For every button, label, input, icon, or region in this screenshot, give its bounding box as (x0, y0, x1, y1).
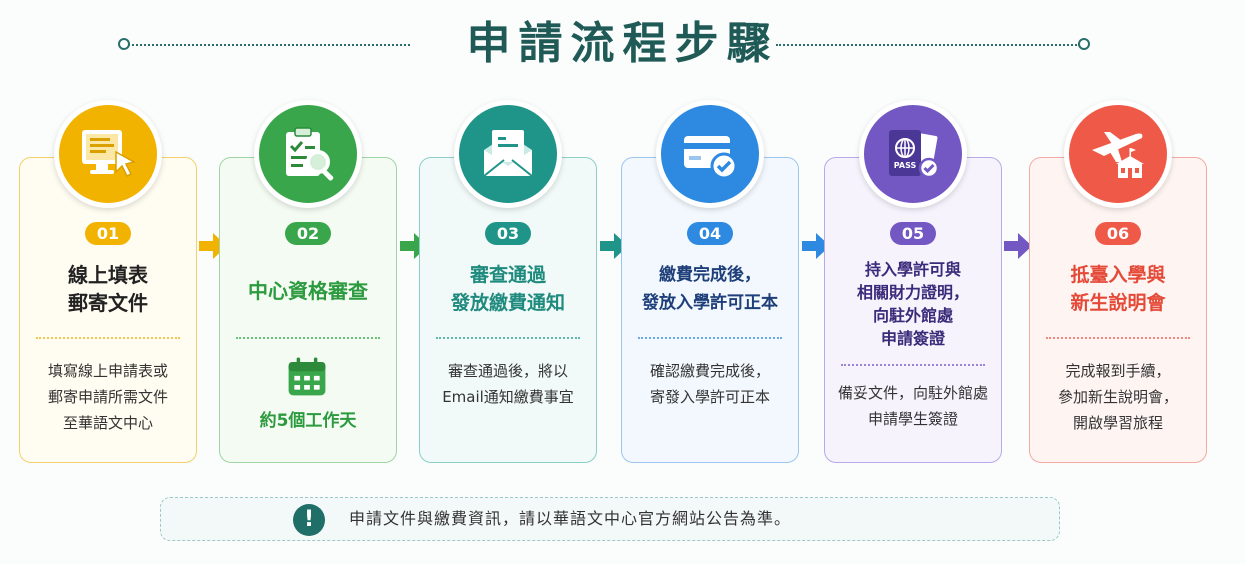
notice-text: 申請文件與繳費資訊，請以華語文中心官方網站公告為準。 (349, 509, 792, 528)
step-title: 持入學許可與 相關財力證明， 向駐外館處 申請簽證 (825, 258, 1001, 350)
step-title-line: 相關財力證明， (856, 283, 969, 302)
step-desc-line: 寄發入學許可正本 (649, 388, 770, 406)
step-title-line: 申請簽證 (880, 329, 945, 348)
step-desc-line: 完成報到手續， (1065, 362, 1171, 380)
step-number-badge: 05 (890, 222, 936, 245)
title-dot-left (118, 38, 130, 50)
step-description: 審查通過後，將以 Email通知繳費事宜 (420, 358, 596, 410)
title-dotted-line-right (776, 44, 1080, 46)
step-title: 審查通過 發放繳費通知 (420, 261, 596, 317)
step-card-6: 06 抵臺入學與 新生說明會 完成報到手續， 參加新生說明會， 開啟學習旅程 (1029, 157, 1207, 463)
step-divider (841, 364, 985, 366)
step-desc-line: 參加新生說明會， (1057, 388, 1178, 406)
exclamation-icon: ! (293, 504, 325, 536)
clipboard-search-icon (254, 100, 362, 208)
title-dot-right (1078, 38, 1090, 50)
passport-label: PASS (894, 161, 917, 170)
step-card-3: 03 審查通過 發放繳費通知 審查通過後，將以 Email通知繳費事宜 (419, 157, 597, 463)
step-divider (1046, 337, 1190, 339)
step-divider (236, 337, 380, 339)
step-number-badge: 06 (1095, 222, 1141, 245)
step-title: 線上填表 郵寄文件 (20, 261, 196, 317)
step-title-line: 郵寄文件 (68, 291, 148, 315)
step-title-line: 新生說明會 (1070, 292, 1166, 314)
step-description: 完成報到手續， 參加新生說明會， 開啟學習旅程 (1030, 358, 1206, 436)
step-number-badge: 01 (85, 222, 131, 245)
step-desc-line: 審查通過後，將以 (447, 362, 568, 380)
step-title: 抵臺入學與 新生說明會 (1030, 261, 1206, 317)
step-desc-line: 開啟學習旅程 (1072, 414, 1163, 432)
step-number-badge: 04 (687, 222, 733, 245)
step-title-line: 線上填表 (68, 263, 148, 287)
arrow-4-to-5 (802, 233, 830, 259)
step-title-line: 審查通過 (469, 264, 546, 286)
step-desc-line: 確認繳費完成後， (649, 362, 770, 380)
step-title: 繳費完成後， 發放入學許可正本 (622, 261, 798, 317)
step-title-line: 繳費完成後， (659, 265, 761, 285)
step-card-4: 04 繳費完成後， 發放入學許可正本 確認繳費完成後， 寄發入學許可正本 (621, 157, 799, 463)
step-title-line: 抵臺入學與 (1070, 264, 1166, 286)
step-card-1: 01 線上填表 郵寄文件 填寫線上申請表或 郵寄申請所需文件 至華語文中心 (19, 157, 197, 463)
step-desc-line: 至華語文中心 (62, 414, 153, 432)
step-desc-line: 填寫線上申請表或 (47, 362, 168, 380)
step-divider (36, 337, 180, 339)
arrow-5-to-6 (1004, 233, 1032, 259)
page-title: 申請流程步驟 (466, 18, 779, 69)
envelope-letter-icon (454, 100, 562, 208)
step-desc-line: 郵寄申請所需文件 (47, 388, 168, 406)
step-number-badge: 02 (285, 222, 331, 245)
step-description: 備妥文件，向駐外館處 申請學生簽證 (825, 380, 1001, 432)
computer-form-icon (54, 100, 162, 208)
calendar-icon (288, 357, 326, 396)
step-title: 中心資格審查 (220, 277, 396, 305)
step-desc-line: Email通知繳費事宜 (442, 388, 574, 406)
step-title-line: 發放入學許可正本 (642, 293, 778, 313)
title-row: 申請流程步驟 (0, 14, 1245, 74)
step-number-badge: 03 (485, 222, 531, 245)
notice-banner: ! 申請文件與繳費資訊，請以華語文中心官方網站公告為準。 (160, 497, 1060, 541)
step-description: 填寫線上申請表或 郵寄申請所需文件 至華語文中心 (20, 358, 196, 436)
step-title-line: 向駐外館處 (872, 306, 953, 325)
airplane-school-icon (1064, 100, 1172, 208)
step-card-5: 05 持入學許可與 相關財力證明， 向駐外館處 申請簽證 備妥文件，向駐外館處 … (824, 157, 1002, 463)
passport-icon: PASS (859, 100, 967, 208)
credit-card-check-icon (656, 100, 764, 208)
step-title-line: 發放繳費通知 (450, 292, 565, 314)
step-card-2: 02 中心資格審查 約5個工作天 (219, 157, 397, 463)
step-description: 確認繳費完成後， 寄發入學許可正本 (622, 358, 798, 410)
step-divider (638, 337, 782, 339)
step-divider (436, 337, 580, 339)
step-desc-line: 備妥文件，向駐外館處 (837, 384, 988, 402)
step-duration: 約5個工作天 (259, 411, 357, 431)
step-title-line: 中心資格審查 (248, 279, 368, 303)
title-dotted-line-left (128, 44, 410, 46)
step-title-line: 持入學許可與 (864, 260, 961, 279)
step-desc-line: 申請學生簽證 (867, 410, 958, 428)
